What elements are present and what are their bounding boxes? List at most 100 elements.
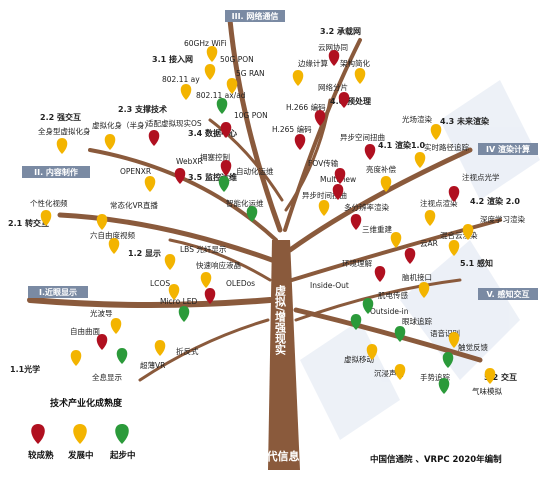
section-s21: 2.1 转交互 <box>8 218 49 228</box>
item-5g: 5G RAN <box>236 69 265 78</box>
leaf-i_microled <box>178 306 190 322</box>
item-env: 环境理解 <box>342 258 372 268</box>
leaf-i_vr_live <box>96 214 108 230</box>
leaf-i_h266 <box>314 110 326 126</box>
header-h5: V. 感知交互 <box>478 288 538 300</box>
leaf-i_ultravr <box>116 348 128 364</box>
leaf-i_lightwave <box>110 318 122 334</box>
trunk-base: 新一代信息技术 <box>245 449 322 463</box>
item-mix: 混合云渲染 <box>440 230 478 240</box>
item-fov: FOV传输 <box>308 158 339 168</box>
background-watermark <box>300 80 540 440</box>
leaf-i_outsidein <box>350 314 362 330</box>
svg-text:V. 感知交互: V. 感知交互 <box>487 289 530 299</box>
item-smart: 智能化运维 <box>226 198 264 208</box>
maturity-leaves <box>40 46 496 394</box>
item-myo: 肌电传感 <box>378 290 408 300</box>
leaf-i_mix <box>448 240 460 256</box>
item-personal: 个性化视频 <box>30 198 68 208</box>
item-eye: 眼球追踪 <box>402 316 432 326</box>
section-s31: 3.1 接入网 <box>152 54 193 64</box>
leaf-i_distort <box>318 200 330 216</box>
leaf-i_10g <box>220 122 232 138</box>
item-50g: 50G PON <box>220 55 254 64</box>
item-netslice: 网络分片 <box>318 82 348 92</box>
item-80211ax: 802.11 ax/ad <box>196 91 246 100</box>
leaf-i_fresnel <box>154 340 166 356</box>
item-h265: H.265 编码 <box>272 124 312 134</box>
leaf-i_fullbody <box>56 138 68 154</box>
leaf-i_arch <box>354 68 366 84</box>
leaf-i_sound <box>394 364 406 380</box>
legend-mature-label: 较成熟 <box>28 450 54 461</box>
section-s11: 1.1光学 <box>10 364 40 374</box>
leaf-i_webxr <box>174 168 186 184</box>
leaf-i_hand <box>438 378 450 394</box>
leaf-i_lowlat <box>148 130 160 146</box>
legend-starting-label: 起步中 <box>109 450 136 461</box>
item-holo: 全息显示 <box>92 372 122 382</box>
item-virtual-move: 虚拟移动 <box>344 354 374 364</box>
leaf-i_async <box>364 144 376 160</box>
section-s35: 3.5 监控运维 <box>188 172 237 182</box>
section-s32: 3.2 承载网 <box>320 26 361 36</box>
section-s43: 4.3 未来渲染 <box>440 116 490 126</box>
item-hand: 手势追踪 <box>420 372 450 382</box>
item-voice: 语音识别 <box>430 328 460 338</box>
item-render-ctl: 拥塞控制 <box>200 152 230 162</box>
leaf-i_gaze <box>448 186 460 202</box>
leaf-i_fastlcd <box>200 272 212 288</box>
item-webxr: WebXR <box>176 157 203 166</box>
branches <box>27 17 502 470</box>
section-s51: 5.1 感知 <box>460 258 493 268</box>
item-3d: 三维重建 <box>362 224 392 234</box>
item-fullbody: 全身型虚拟化身 <box>38 126 91 136</box>
section-s52: 5.2 交互 <box>484 372 517 382</box>
section-s12: 1.2 显示 <box>128 249 161 258</box>
item-oleds: OLEDos <box>226 279 255 288</box>
leaf-i_multiview <box>332 184 344 200</box>
leaf-i_haptic <box>442 352 454 368</box>
leaf-i_deep <box>462 224 474 240</box>
leaf-i_brightness <box>380 176 392 192</box>
item-ultravr: 超薄VR <box>140 360 165 370</box>
header-h2: II. 内容制作 <box>22 166 90 178</box>
leaf-i_h265 <box>294 134 306 150</box>
leaf-i_5g <box>226 78 238 94</box>
item-bci: 脑机接口 <box>402 272 432 282</box>
leaf-i_80211ax <box>216 98 228 114</box>
leaf-i_gazerender <box>424 210 436 226</box>
item-freeform: 自由曲面 <box>70 326 100 336</box>
leaf-i_oleds <box>204 288 216 304</box>
section-s34: 3.4 数据中心 <box>188 128 237 138</box>
item-80211ay: 802.11 ay <box>162 75 200 84</box>
item-deep: 深度学习渲染 <box>480 214 525 224</box>
item-fastlcd: 快速响应液晶 <box>196 260 241 270</box>
leaf-i_lcos <box>168 284 180 300</box>
legend-mature-leaf <box>31 424 45 444</box>
item-10g: 10G PON <box>234 111 268 120</box>
leaf-i_cloud <box>328 50 340 66</box>
item-avatar: 虚拟化身（半身） <box>92 120 152 130</box>
leaf-i_6dof <box>108 238 120 254</box>
leaf-i_render_ctl <box>220 160 232 176</box>
item-edge: 边缘计算 <box>298 58 328 68</box>
item-lcos: LCOS <box>150 279 170 288</box>
item-distort: 异步时间扭曲 <box>302 190 347 200</box>
leaf-i_openxr <box>144 176 156 192</box>
leaf-i_eye <box>394 326 406 342</box>
item-light: 光场渲染 <box>402 114 432 124</box>
leaf-i_fov <box>334 168 346 184</box>
leaf-i_env <box>374 266 386 282</box>
item-smell: 气味模拟 <box>472 386 502 396</box>
section-s33: 2.3 支撑技术 <box>118 104 167 114</box>
item-realtime: 实时路径追踪 <box>424 142 469 152</box>
leaf-i_bci <box>418 282 430 298</box>
item-multires: 多分辨率渲染 <box>344 202 389 212</box>
header-h3: III. 网络通信 <box>225 10 285 22</box>
leaf-i_netslice <box>338 92 350 108</box>
legend-starting-leaf <box>115 424 129 444</box>
leaf-i_freeform <box>96 334 108 350</box>
leaf-i_realtime <box>414 152 426 168</box>
